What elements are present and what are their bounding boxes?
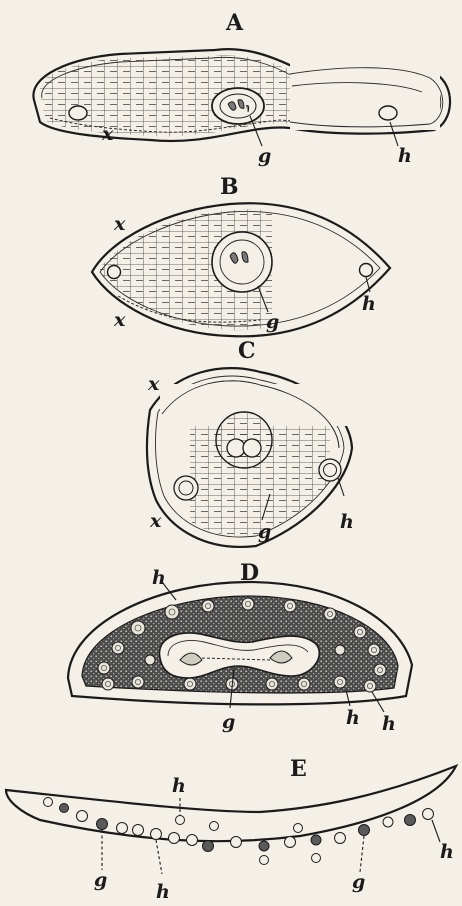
figure-c-mark-g: g bbox=[258, 521, 271, 543]
figure-b-germ-nucleus bbox=[212, 232, 272, 292]
figure-e-label: E bbox=[290, 756, 307, 782]
figure-b-nucleus-left bbox=[108, 266, 121, 279]
figure-e-outline bbox=[6, 766, 456, 841]
figure-e-mark-h-bottom: h bbox=[156, 881, 170, 903]
figure-a-nucleus-left bbox=[69, 106, 87, 120]
figure-b-label: B bbox=[220, 174, 239, 200]
figure-c: C x x g h bbox=[147, 338, 354, 547]
figure-c-mark-x-top: x bbox=[147, 373, 160, 395]
figure-a: A x g h bbox=[33, 10, 450, 167]
figure-b-mark-x-bottom: x bbox=[113, 309, 126, 331]
figure-c-label: C bbox=[238, 338, 256, 364]
figure-c-nucleus-left bbox=[174, 476, 198, 500]
figure-d-mark-g: g bbox=[222, 711, 235, 733]
figure-e-mark-g-left: g bbox=[94, 869, 107, 891]
figure-a-mark-h: h bbox=[398, 145, 412, 167]
figure-d-mark-h-bottom: h bbox=[346, 707, 360, 729]
figure-e-mark-h-right: h bbox=[440, 841, 454, 863]
figure-a-nucleus-right bbox=[379, 106, 397, 120]
figure-e-mark-g-right: g bbox=[352, 871, 365, 893]
figure-a-label: A bbox=[225, 10, 244, 36]
figure-c-mark-x-bottom: x bbox=[149, 510, 162, 532]
figure-b-mark-h: h bbox=[362, 293, 376, 315]
figure-a-mark-g: g bbox=[258, 145, 271, 167]
figure-c-nucleus-right bbox=[319, 459, 341, 481]
figure-a-mark-x: x bbox=[101, 123, 114, 145]
figure-b-nucleus-right bbox=[360, 264, 373, 277]
figure-c-mark-h: h bbox=[340, 511, 354, 533]
figure-d-mark-h-right: h bbox=[382, 713, 396, 735]
figure-b: B x x g h bbox=[92, 174, 390, 336]
figure-d: D h g h bbox=[68, 560, 412, 735]
figure-e-mark-h-top: h bbox=[172, 775, 186, 797]
figure-c-germ-nucleus-right bbox=[243, 439, 261, 457]
figure-b-mark-g: g bbox=[266, 311, 279, 333]
figure-d-mark-h-top: h bbox=[152, 567, 166, 589]
figure-c-germ-nucleus-left bbox=[227, 439, 245, 457]
figure-e: E h g h g h bbox=[6, 756, 456, 903]
figure-b-mark-x-top: x bbox=[113, 213, 126, 235]
